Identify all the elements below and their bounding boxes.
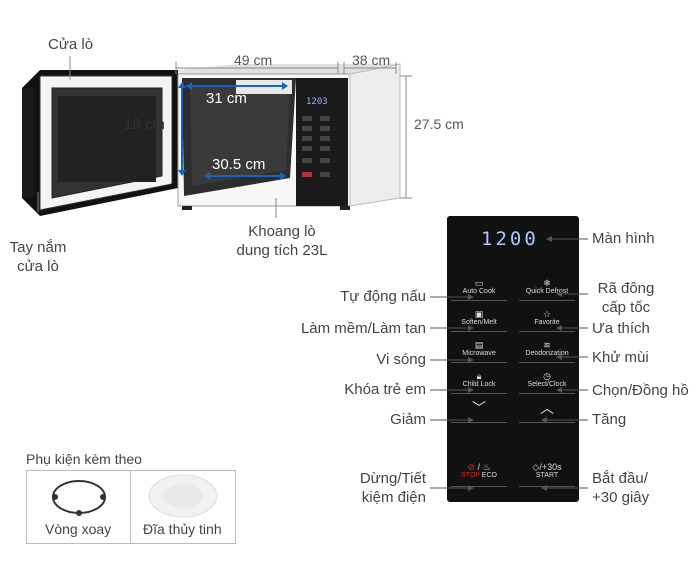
annot-start-line1: Bắt đầu/	[592, 470, 648, 487]
child-lock-text: Child Lock	[462, 381, 496, 388]
start-text: START	[535, 472, 559, 479]
glass-plate-image	[148, 474, 218, 518]
door-handle	[22, 88, 34, 198]
auto-cook-button[interactable]: ▭Auto Cook	[451, 278, 507, 295]
deodorize-icon: ≋	[543, 340, 551, 350]
deodorization-button[interactable]: ≋Deodorization	[519, 340, 575, 357]
microwave-text: Microwave	[462, 350, 496, 357]
annot-stop-line2: kiệm điện	[361, 489, 426, 506]
favorite-button[interactable]: ☆Favorite	[519, 309, 575, 326]
lock-icon: 🔒︎	[476, 371, 482, 381]
annot-start-line2: +30 giây	[592, 489, 650, 506]
annot-defrost-line1: Rã đông	[597, 280, 655, 297]
soften-icon: ▣	[474, 309, 484, 319]
chevron-up-icon: ︿	[540, 400, 554, 416]
annot-start: Bắt đầu/ +30 giây	[592, 469, 649, 507]
dim-depth: 38 cm	[352, 52, 391, 68]
annot-increase: Tăng	[592, 411, 627, 428]
select-clock-text: Select/Clock	[527, 381, 567, 388]
ring-label: Vòng xoay	[45, 521, 112, 537]
quick-defrost-text: Quick Defrost	[525, 288, 569, 295]
panel-display: 1200	[481, 228, 539, 250]
door-label: Cửa lò	[48, 36, 94, 53]
annot-deodorize: Khử mùi	[592, 349, 649, 366]
annot-stop-line1: Dừng/Tiết	[359, 470, 426, 487]
cavity-label: Khoang lò dung tích 23L	[226, 222, 338, 260]
annot-defrost: Rã đông cấp tốc	[588, 279, 664, 317]
stop-icon: ⊘ / ♨	[467, 462, 491, 472]
eco-text: ECO	[481, 472, 497, 479]
stop-text: STOP	[461, 472, 480, 479]
favorite-text: Favorite	[534, 319, 560, 326]
select-clock-button[interactable]: ◷Select/Clock	[519, 371, 575, 388]
dim-inner-height: 19 cm	[124, 116, 165, 133]
annot-stop: Dừng/Tiết kiệm điện	[360, 469, 426, 507]
microwave-drawing: 1203	[22, 56, 412, 218]
deodorization-text: Deodorization	[525, 350, 569, 357]
annot-defrost-line2: cấp tốc	[601, 299, 651, 316]
handle-label: Tay nắm cửa lò	[0, 238, 76, 276]
cavity-label-line2: dung tích 23L	[236, 242, 328, 259]
defrost-icon: ❄	[543, 278, 551, 288]
annot-auto-cook: Tự động nấu	[340, 288, 426, 305]
plate-label: Đĩa thủy tinh	[143, 521, 222, 537]
quick-defrost-button[interactable]: ❄Quick Defrost	[519, 278, 575, 295]
child-lock-button[interactable]: 🔒︎Child Lock	[451, 371, 507, 388]
auto-cook-icon: ▭	[474, 278, 484, 288]
annot-clock: Chọn/Đồng hồ	[592, 382, 689, 399]
annot-favorite: Ưa thích	[592, 320, 650, 337]
soften-melt-text: Soften/Melt	[461, 319, 497, 326]
dim-height: 27.5 cm	[414, 116, 464, 132]
annot-soften: Làm mềm/Làm tan	[300, 320, 426, 337]
soften-melt-button[interactable]: ▣Soften/Melt	[451, 309, 507, 326]
increase-button[interactable]: ︿	[519, 398, 575, 418]
clock-icon: ◷	[543, 371, 551, 381]
star-icon: ☆	[542, 309, 552, 319]
stop-eco-button[interactable]: ⊘ / ♨ STOP ECO	[451, 462, 507, 479]
handle-label-line1: Tay nắm	[9, 239, 67, 256]
dim-inner-width: 31 cm	[206, 90, 247, 107]
roller-ring-image	[52, 480, 106, 516]
annot-microwave: Vi sóng	[376, 351, 426, 368]
handle-label-line2: cửa lò	[17, 258, 59, 275]
microwave-button[interactable]: ▤Microwave	[451, 340, 507, 357]
annot-child-lock: Khóa trẻ em	[344, 381, 426, 398]
accessories-title: Phụ kiện kèm theo	[26, 451, 142, 467]
accessories-box: Vòng xoay Đĩa thủy tinh	[26, 470, 236, 544]
microwave-icon: ▤	[474, 340, 484, 350]
start-button[interactable]: ◇/+30s START	[519, 462, 575, 479]
chevron-down-icon: ﹀	[472, 400, 486, 416]
start-icon: ◇/+30s	[532, 462, 562, 472]
annot-decrease: Giảm	[390, 411, 426, 428]
svg-text:1203: 1203	[306, 97, 328, 107]
dim-inner-depth: 30.5 cm	[212, 156, 266, 173]
cavity-label-line1: Khoang lò	[248, 223, 316, 240]
decrease-button[interactable]: ﹀	[451, 398, 507, 418]
annot-screen: Màn hình	[592, 230, 655, 247]
plus30-text: /+30s	[539, 462, 562, 472]
dim-width: 49 cm	[234, 52, 273, 68]
auto-cook-text: Auto Cook	[462, 288, 496, 295]
